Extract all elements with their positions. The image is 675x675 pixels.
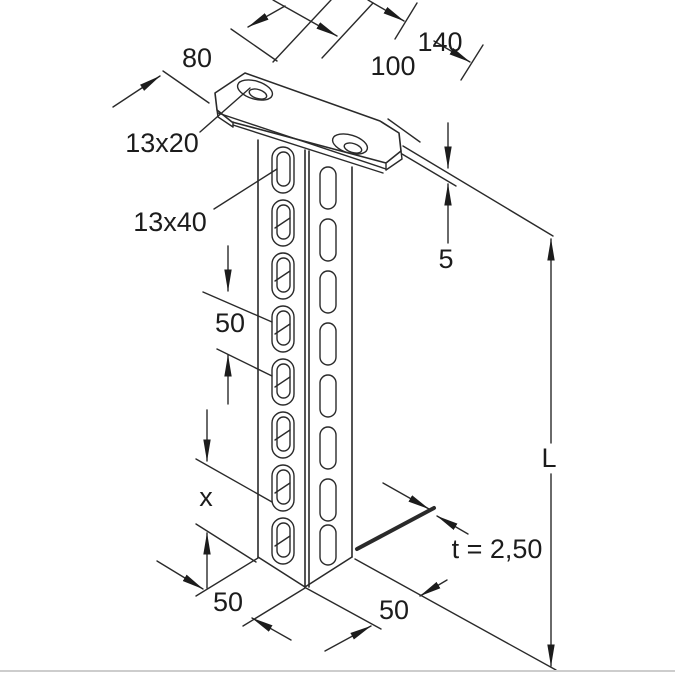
slot (271, 305, 295, 353)
profile-right-face-slots (319, 166, 337, 566)
dim-slot-pitch-50: 50 (202, 245, 273, 405)
dim-plate-length-140: 140 (367, 0, 484, 81)
slot (319, 478, 337, 522)
dim-hole-spacing-100: 100 (272, 0, 416, 81)
dim-slot-offset-x: x (195, 409, 273, 589)
leader-plate-hole: 13x20 (125, 87, 251, 158)
dim-profile-width-right-50: 50 (305, 579, 448, 652)
label-slot-offset: x (199, 482, 213, 512)
slot (271, 464, 295, 512)
dim-plate-width-80: 80 (112, 5, 286, 108)
label-hole-spacing: 100 (370, 51, 415, 81)
plate-underside-line-2 (232, 124, 384, 174)
plate-hole-right (331, 133, 369, 155)
profile-bottom-edges (257, 556, 353, 588)
label-plate-width: 80 (182, 43, 212, 73)
label-plate-hole-size: 13x20 (125, 128, 199, 158)
slot (271, 199, 295, 247)
slot (271, 411, 295, 459)
dim-plate-thickness-5: 5 (387, 118, 554, 274)
label-plate-length: 140 (417, 27, 462, 57)
slot (319, 524, 337, 566)
label-profile-width-left: 50 (213, 587, 243, 617)
bottom-border-artifact (0, 670, 675, 672)
slot (271, 358, 295, 406)
plate-right-wing-edge (385, 150, 403, 171)
leader-profile-slot: 13x40 (133, 168, 278, 237)
plate-underside-line-1 (217, 112, 387, 170)
slot (271, 517, 295, 565)
label-profile-length: L (541, 443, 556, 473)
slot (319, 322, 337, 366)
dim-profile-width-left-50: 50 (156, 557, 306, 641)
slot (271, 252, 295, 300)
dim-profile-length-L: L (354, 238, 557, 671)
wall-section-line (355, 506, 436, 551)
profile-left-face-slots (271, 146, 295, 565)
slot (319, 270, 337, 314)
label-profile-width-right: 50 (379, 595, 409, 625)
channel-profile (257, 139, 353, 588)
dim-wall-thickness: t = 2,50 (355, 482, 543, 564)
slot (319, 426, 337, 470)
plate-hole-left (236, 79, 274, 101)
slot (319, 166, 337, 210)
slot (319, 374, 337, 418)
label-profile-slot-size: 13x40 (133, 207, 207, 237)
label-plate-thickness: 5 (438, 244, 453, 274)
label-slot-pitch: 50 (215, 308, 245, 338)
slot (319, 218, 337, 262)
label-wall-thickness: t = 2,50 (452, 534, 543, 564)
